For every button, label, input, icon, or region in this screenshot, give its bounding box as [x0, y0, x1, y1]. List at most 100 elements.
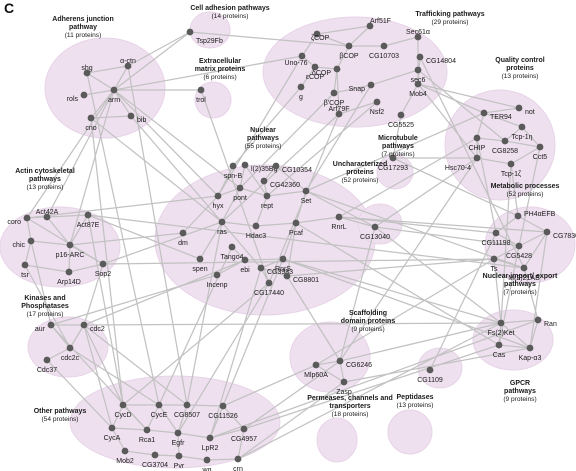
node-cas[interactable]	[495, 341, 503, 349]
node-cg5428[interactable]	[515, 242, 523, 250]
node-tsr[interactable]	[21, 261, 29, 269]
node-act42a[interactable]	[43, 213, 51, 221]
node-tcp1z[interactable]	[507, 160, 515, 168]
node-rnrs[interactable]	[279, 255, 287, 263]
node-hdac3[interactable]	[252, 222, 260, 230]
node-cdc2[interactable]	[80, 321, 88, 329]
node-tsp29fb[interactable]	[186, 28, 194, 36]
node-lpr2[interactable]	[206, 434, 214, 442]
node-set[interactable]	[302, 187, 310, 195]
node-label-cg10703: CG10703	[369, 53, 399, 60]
node-ph4aefb[interactable]	[514, 212, 522, 220]
node-spen[interactable]	[196, 255, 204, 263]
node-bpcop[interactable]	[330, 89, 338, 97]
node-cg14804[interactable]	[416, 53, 424, 61]
node-rept[interactable]	[263, 192, 271, 200]
node-ter94[interactable]	[480, 109, 488, 117]
node-rnrl[interactable]	[335, 213, 343, 221]
node-pont[interactable]	[236, 184, 244, 192]
node-arf51f[interactable]	[366, 22, 374, 30]
node-cg17293[interactable]	[389, 154, 397, 162]
node-cg10354[interactable]	[272, 162, 280, 170]
node-tango4[interactable]	[228, 243, 236, 251]
node-uno76[interactable]	[298, 52, 306, 60]
node-cg5525[interactable]	[397, 111, 405, 119]
node-zcop[interactable]	[313, 30, 321, 38]
node-label-kapa3: Kap-α3	[519, 355, 542, 362]
node-cyce[interactable]	[155, 401, 163, 409]
node-mob4[interactable]	[414, 80, 422, 88]
node-hsc704[interactable]	[473, 154, 481, 162]
node-cg3983[interactable]	[257, 264, 265, 272]
node-snap[interactable]	[367, 81, 375, 89]
node-ran[interactable]	[534, 316, 542, 324]
node-shg[interactable]	[83, 69, 91, 77]
node-cg17440[interactable]	[265, 279, 273, 287]
node-cg1109[interactable]	[426, 366, 434, 374]
node-cg3704[interactable]	[151, 451, 159, 459]
node-dm[interactable]	[179, 229, 187, 237]
node-cdc2c[interactable]	[66, 344, 74, 352]
node-cct5[interactable]	[536, 143, 544, 151]
node-kapa3[interactable]	[526, 344, 534, 352]
node-hyx[interactable]	[214, 192, 222, 200]
node-rca1[interactable]	[143, 426, 151, 434]
node-arf79f[interactable]	[335, 110, 343, 118]
node-pvr[interactable]	[175, 452, 183, 460]
node-bcop[interactable]	[345, 42, 353, 50]
node-cg6246[interactable]	[336, 357, 344, 365]
node-cg11526[interactable]	[219, 402, 227, 410]
node-arm[interactable]	[110, 86, 118, 94]
node-dcop[interactable]	[333, 65, 341, 73]
node-cg10703[interactable]	[380, 42, 388, 50]
node-label-dcop: δCOP	[312, 70, 331, 77]
node-not[interactable]	[515, 104, 523, 112]
node-cg13040[interactable]	[371, 223, 379, 231]
node-incenp[interactable]	[213, 271, 221, 279]
node-egfr[interactable]	[174, 429, 182, 437]
node-cg8801[interactable]	[283, 272, 291, 280]
node-mlp60a[interactable]	[312, 361, 320, 369]
node-sop2[interactable]	[99, 260, 107, 268]
node-bib[interactable]	[127, 112, 135, 120]
node-rols[interactable]	[80, 91, 88, 99]
node-act87e[interactable]	[84, 211, 92, 219]
node-crn[interactable]	[234, 455, 242, 463]
node-m221ab[interactable]	[520, 264, 528, 272]
node-actn[interactable]	[124, 62, 132, 70]
node-p16arc[interactable]	[66, 241, 74, 249]
node-cg42360[interactable]	[260, 177, 268, 185]
node-ras[interactable]	[218, 218, 226, 226]
node-spnb[interactable]	[229, 162, 237, 170]
node-cg4957[interactable]	[240, 425, 248, 433]
node-cycd[interactable]	[119, 401, 127, 409]
node-sec61a[interactable]	[414, 33, 422, 41]
node-fs2ket[interactable]	[497, 319, 505, 327]
node-ebi[interactable]	[241, 256, 249, 264]
node-cg8258[interactable]	[501, 137, 509, 145]
node-tcp1h[interactable]	[518, 123, 526, 131]
node-aur[interactable]	[47, 321, 55, 329]
node-cyca[interactable]	[108, 424, 116, 432]
node-cdc37[interactable]	[43, 356, 51, 364]
node-arp14d[interactable]	[65, 268, 73, 276]
node-g[interactable]	[297, 83, 305, 91]
node-chip[interactable]	[473, 134, 481, 142]
node-cg8507[interactable]	[183, 401, 191, 409]
node-ts[interactable]	[490, 255, 498, 263]
node-l235bg[interactable]	[241, 161, 249, 169]
node-ecop[interactable]	[311, 63, 319, 71]
node-label-tcp1h: Tcp-1η	[511, 134, 532, 141]
node-pcaf[interactable]	[292, 219, 300, 227]
node-nsf2[interactable]	[373, 98, 381, 106]
node-zasp[interactable]	[340, 378, 348, 386]
node-sec6[interactable]	[414, 66, 422, 74]
node-mob2[interactable]	[121, 447, 129, 455]
node-coro[interactable]	[23, 214, 31, 222]
node-cg11198[interactable]	[492, 229, 500, 237]
node-cg7830[interactable]	[543, 228, 551, 236]
node-wg[interactable]	[203, 456, 211, 464]
node-cno[interactable]	[87, 114, 95, 122]
node-trol[interactable]	[197, 86, 205, 94]
node-chic[interactable]	[27, 237, 35, 245]
